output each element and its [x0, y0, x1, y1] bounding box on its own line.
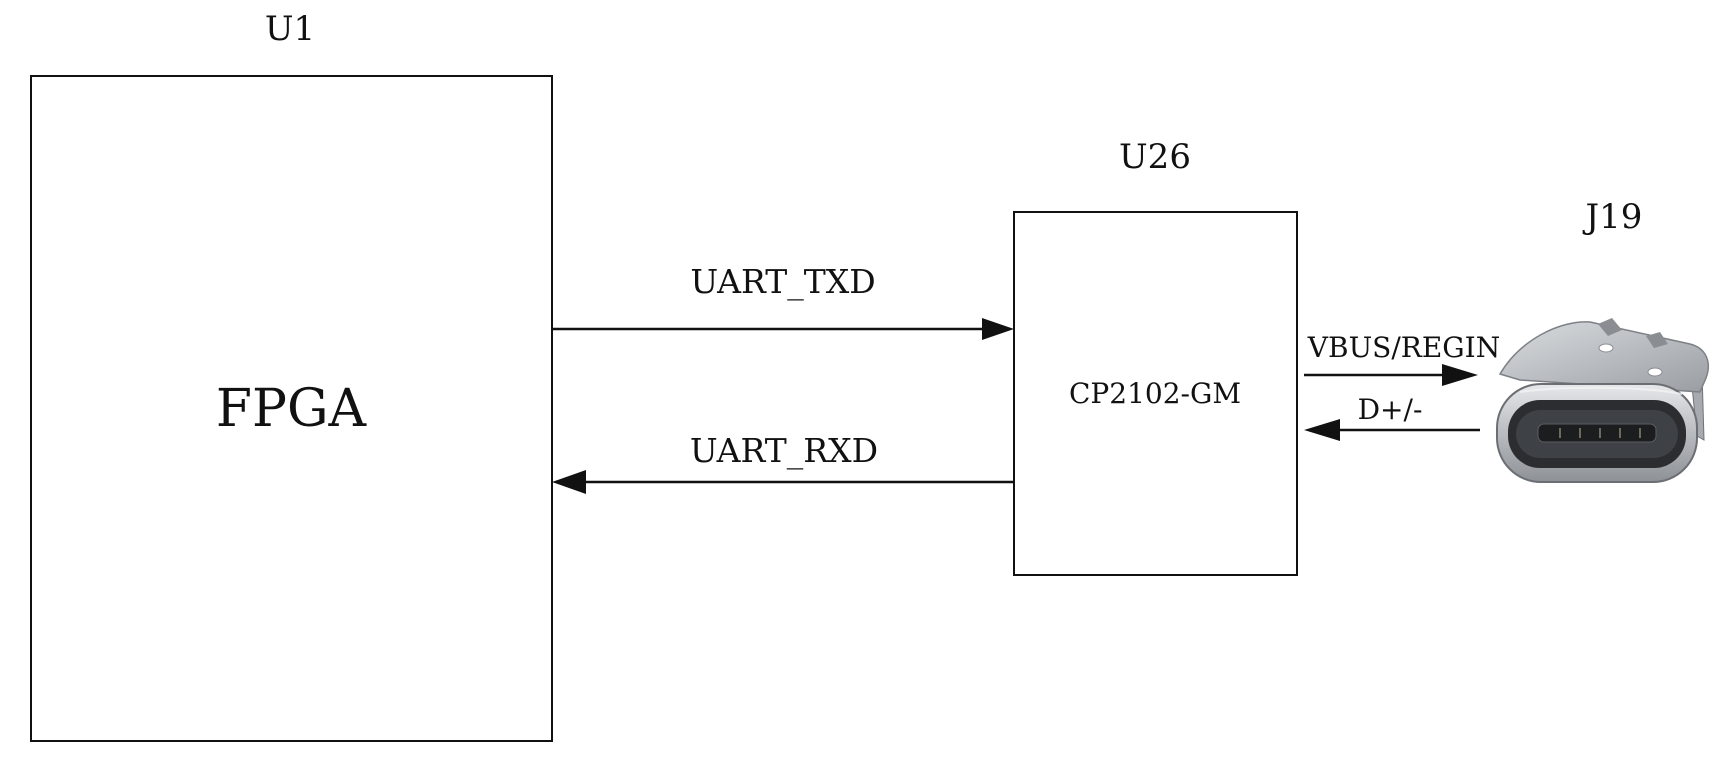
cp2102-label: CP2102-GM [1069, 377, 1241, 410]
data-lines-connection [1304, 419, 1480, 441]
u26-ref-label: U26 [1119, 137, 1191, 177]
usb-type-c-connector-icon [1496, 318, 1710, 483]
uart-txd-arrowhead [982, 318, 1014, 340]
u1-ref-label: U1 [265, 9, 315, 49]
uart-txd-label: UART_TXD [690, 262, 875, 302]
fpga-label: FPGA [216, 379, 368, 439]
uart-rxd-label: UART_RXD [690, 431, 878, 471]
j19-ref-label: J19 [1583, 197, 1643, 237]
fpga-block [30, 75, 553, 742]
vbus-label: VBUS/REGIN [1307, 331, 1500, 364]
uart-rxd-connection [552, 470, 1014, 494]
cp2102-block [1013, 211, 1298, 576]
data-lines-label: D+/- [1358, 393, 1423, 426]
data-lines-arrowhead [1304, 419, 1340, 441]
uart-rxd-arrowhead [552, 470, 586, 494]
uart-txd-connection [552, 318, 1014, 340]
vbus-arrowhead [1442, 364, 1478, 386]
vbus-connection [1304, 364, 1478, 386]
